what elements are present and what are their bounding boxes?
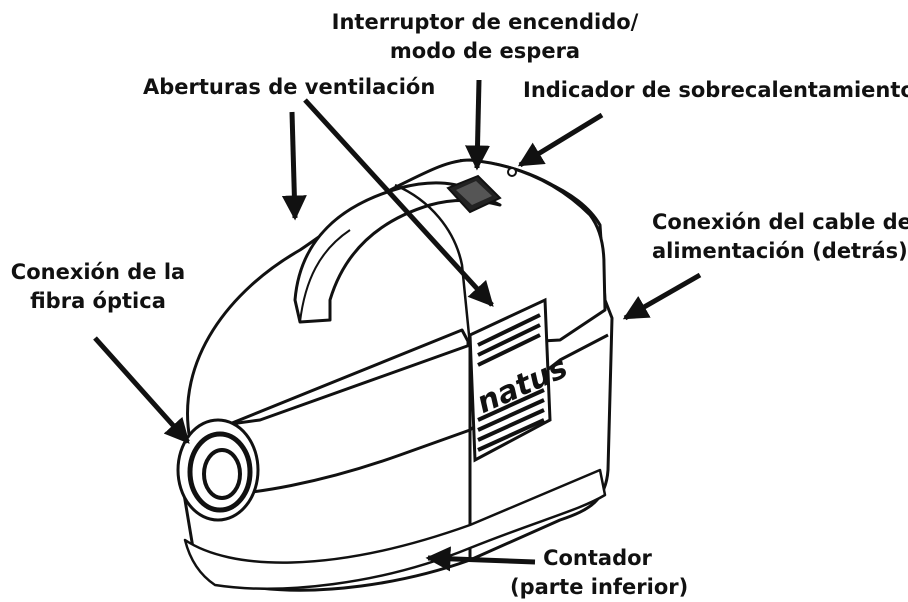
overheat-led <box>507 167 517 177</box>
label-fiber-line1: Conexión de la <box>10 260 186 284</box>
label-power-cable-line2: alimentación (detrás) <box>652 239 908 263</box>
label-fiber-line2: fibra óptica <box>30 289 166 313</box>
label-power-cable: Conexión del cable de alimentación (detr… <box>652 208 908 266</box>
label-vents: Aberturas de ventilación <box>143 75 436 99</box>
arrow-power-switch <box>465 79 491 171</box>
label-counter: Contador (parte inferior) <box>510 544 689 602</box>
label-counter-line2: (parte inferior) <box>510 575 689 599</box>
arrow-overheat <box>517 112 604 168</box>
label-counter-line1: Contador <box>543 546 652 570</box>
carry-handle <box>293 181 502 324</box>
arrow-counter <box>425 546 536 572</box>
label-power-switch-line2: modo de espera <box>389 39 581 63</box>
fiber-optic-port <box>176 418 260 522</box>
arrow-vents-top <box>281 111 307 221</box>
arrow-fiber <box>93 336 190 444</box>
label-power-cable-line1: Conexión del cable de <box>652 210 908 234</box>
label-overheat: Indicador de sobrecalentamiento <box>523 78 908 102</box>
label-power-switch: Interruptor de encendido/ modo de espera <box>330 8 640 66</box>
power-switch <box>446 174 502 214</box>
label-power-switch-line1: Interruptor de encendido/ <box>331 10 639 34</box>
arrow-power-cable <box>622 272 702 321</box>
top-shell <box>186 158 607 442</box>
callout-arrows <box>93 79 702 572</box>
arrow-vents-panel <box>303 98 494 307</box>
bottom-band <box>183 468 607 590</box>
label-fiber: Conexión de la fibra óptica <box>8 258 188 316</box>
